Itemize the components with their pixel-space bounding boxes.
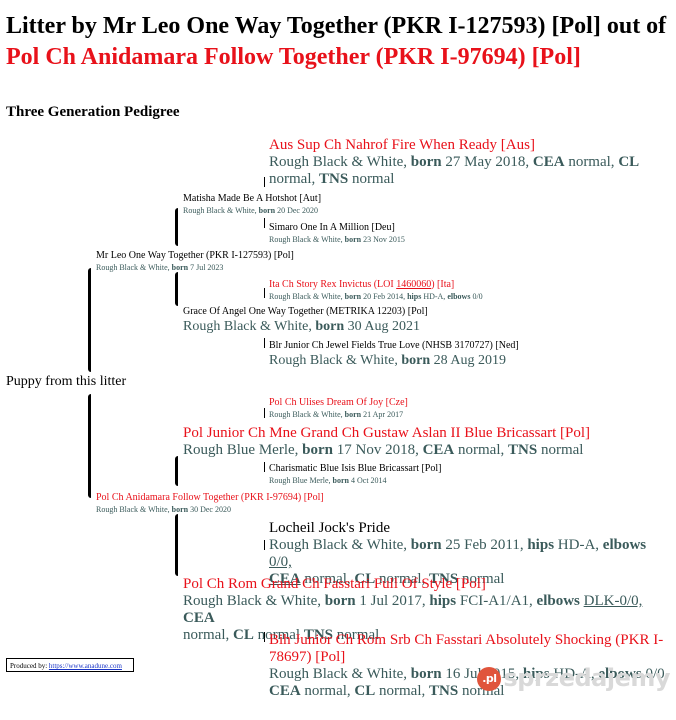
dam-name: Pol Ch Anidamara Follow Together (PKR I-…: [96, 492, 324, 503]
sds-registration-link[interactable]: 1460060: [396, 279, 432, 290]
dd-name: Pol Ch Rom Grand Ch Fasstari Full Of Sty…: [183, 576, 486, 592]
watermark-badge-icon: .pl: [477, 667, 502, 691]
entry-dds: Locheil Jock's Pride Rough Black & White…: [269, 520, 647, 587]
tick-dsd: [264, 462, 265, 472]
watermark-text: sprzedajemy: [503, 664, 670, 692]
title-sire-part: Litter by Mr Leo One Way Together (PKR I…: [6, 13, 667, 39]
entry-dsd: Charismatic Blue Isis Blue Bricassart [P…: [269, 463, 442, 485]
page-title: Litter by Mr Leo One Way Together (PKR I…: [6, 11, 671, 73]
ss-name: Matisha Made Be A Hotshot [Aut]: [183, 193, 322, 204]
ddd-name: Bih Junior Ch Rom Srb Ch Fasstari Absolu…: [269, 632, 664, 665]
entry-sdd: Blr Junior Ch Jewel Fields True Love (NH…: [269, 340, 519, 368]
ds-name: Pol Junior Ch Mne Grand Ch Gustaw Aslan …: [183, 425, 591, 441]
sdd-name: Blr Junior Ch Jewel Fields True Love (NH…: [269, 340, 519, 351]
sds-name: Ita Ch Story Rex Invictus (LOI 1460060) …: [269, 279, 455, 290]
tick-sss: [264, 177, 265, 187]
sire-name: Mr Leo One Way Together (PKR I-127593) […: [96, 250, 294, 261]
entry-sire: Mr Leo One Way Together (PKR I-127593) […: [96, 250, 294, 272]
subtitle: Three Generation Pedigree: [6, 104, 180, 120]
bracket-sire-dam-parents: [175, 272, 178, 306]
entry-ssd: Simaro One In A Million [Deu] Rough Blac…: [269, 222, 405, 244]
puppy-label: Puppy from this litter: [6, 374, 127, 389]
entry-sd: Grace Of Angel One Way Together (METRIKA…: [183, 306, 428, 334]
entry-ss: Matisha Made Be A Hotshot [Aut] Rough Bl…: [183, 193, 322, 215]
produced-by-box: Produced by: https://www.anadune.com: [6, 658, 134, 672]
tick-ssd: [264, 218, 265, 228]
ssd-name: Simaro One In A Million [Deu]: [269, 222, 395, 233]
entry-ds: Pol Junior Ch Mne Grand Ch Gustaw Aslan …: [183, 425, 673, 459]
sd-name: Grace Of Angel One Way Together (METRIKA…: [183, 306, 428, 317]
entry-sss: Aus Sup Ch Nahrof Fire When Ready [Aus] …: [269, 137, 640, 187]
entry-dam: Pol Ch Anidamara Follow Together (PKR I-…: [96, 492, 324, 514]
entry-sds: Ita Ch Story Rex Invictus (LOI 1460060) …: [269, 279, 483, 301]
dsd-name: Charismatic Blue Isis Blue Bricassart [P…: [269, 463, 442, 474]
entry-dd: Pol Ch Rom Grand Ch Fasstari Full Of Sty…: [183, 576, 643, 643]
tick-sds: [264, 288, 265, 298]
tick-sdd: [264, 338, 265, 348]
entry-ddd: Bih Junior Ch Rom Srb Ch Fasstari Absolu…: [269, 632, 669, 699]
anadune-link[interactable]: https://www.anadune.com: [48, 662, 122, 670]
produced-by-label: Produced by:: [10, 662, 48, 670]
dss-name: Pol Ch Ulises Dream Of Joy [Cze]: [269, 397, 408, 408]
bracket-dam-dam-parents: [175, 514, 178, 576]
bracket-sire-parents: [175, 208, 178, 246]
entry-dss: Pol Ch Ulises Dream Of Joy [Cze] Rough B…: [269, 397, 408, 419]
title-dam-part: Pol Ch Anidamara Follow Together (PKR I-…: [6, 44, 581, 70]
tick-ddd: [264, 632, 265, 642]
bracket-dam-sire-parents: [175, 456, 178, 486]
dds-name: Locheil Jock's Pride: [269, 520, 391, 536]
tick-dds: [264, 540, 265, 550]
bracket-sire-line: [88, 268, 91, 372]
tick-dss: [264, 408, 265, 418]
sss-name: Aus Sup Ch Nahrof Fire When Ready [Aus]: [269, 137, 535, 153]
bracket-dam-line: [88, 394, 91, 498]
